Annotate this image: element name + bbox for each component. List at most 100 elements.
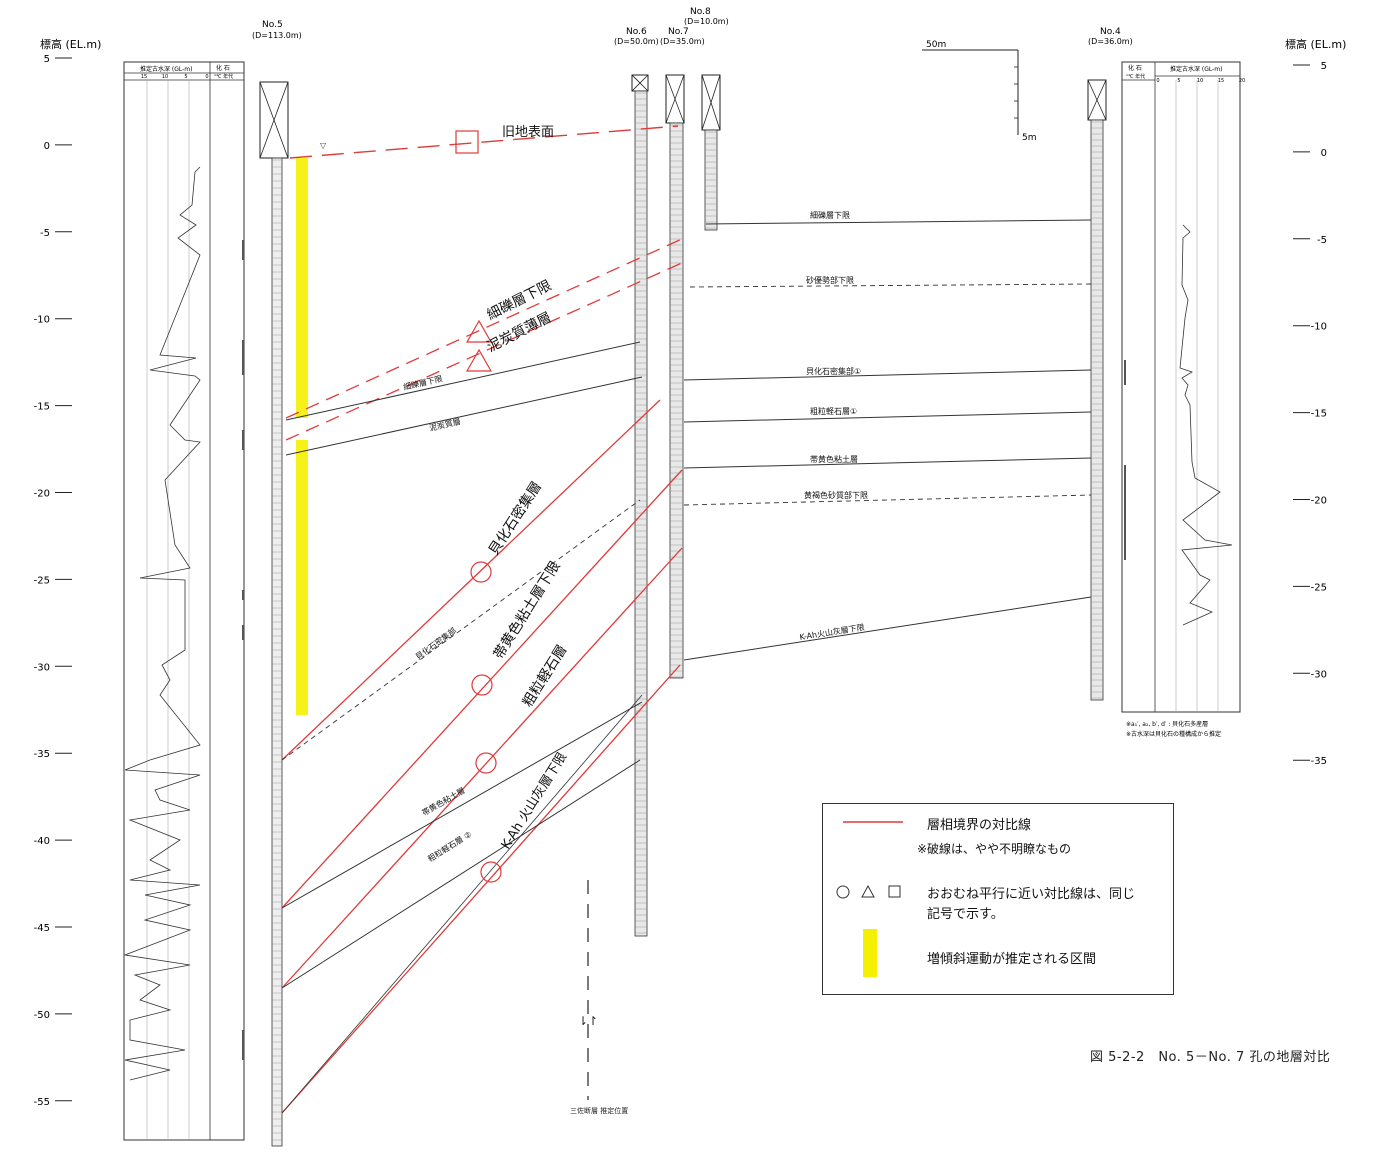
left-scale-label: 15 <box>141 74 147 80</box>
label-right-yellowbrown-sand: 黄褐色砂質部下限 <box>804 490 868 500</box>
right-water-header: 推定古水深 (GL-m) <box>1170 65 1223 73</box>
left-tick-label: 5 <box>44 54 50 65</box>
right-tick-label: -5 <box>1317 235 1327 246</box>
label-right-shell-dense-1: 貝化石密集部① <box>806 366 861 376</box>
left-tick-label: -20 <box>34 489 50 500</box>
left-tick-label: -25 <box>34 575 50 586</box>
right-c14-header: ¹⁴C 年代 <box>1126 73 1145 80</box>
tilt-increase-zone-upper <box>296 158 308 418</box>
label-shell-dense-part: 貝化石密集部 <box>413 625 458 661</box>
fault-symbol: ⇂↾ <box>578 1014 598 1028</box>
circle-symbol-2 <box>471 674 493 696</box>
legend-yellow-text: 増傾斜運動が推定される区間 <box>927 952 1097 967</box>
right-tick-label: 5 <box>1321 61 1327 72</box>
left-scale-label: 0 <box>205 74 208 80</box>
right-scale-label: 15 <box>1218 78 1224 84</box>
triangle-symbol-1 <box>465 319 493 343</box>
no7-depth: (D=35.0m) <box>660 37 705 46</box>
right-note-2: ※古水深は貝化石の種構成から推定 <box>1126 730 1221 738</box>
legend-dash-note: ※破線は、やや不明瞭なもの <box>917 842 1072 856</box>
right-fossil-header: 化 石 <box>1128 64 1142 72</box>
no6-name: No.6 <box>626 27 647 37</box>
left-water-depth-panel: 推定古水深 (GL-m) 化 石 ¹⁴C 年代 15 10 5 0 <box>123 61 245 1141</box>
no5-depth: (D=113.0m) <box>252 31 302 40</box>
triangle-symbol-2 <box>465 348 493 372</box>
svg-text:▽: ▽ <box>320 141 327 150</box>
label-fine-gravel-base-black: 細礫層下限 <box>402 373 443 392</box>
label-peaty-layer-black: 泥炭質層 <box>428 416 461 433</box>
no5-name: No.5 <box>262 20 283 30</box>
legend-line-label: 層相境界の対比線 <box>927 818 1032 833</box>
left-tick-label: -35 <box>34 749 50 760</box>
label-right-yellow-clay: 帯黄色粘土層 <box>810 454 858 464</box>
right-note-1: ※a₁′, a₂, b′, d′ : 貝化石多産層 <box>1126 720 1208 728</box>
left-tick-label: -5 <box>40 228 50 239</box>
borehole-no7: No.7 (D=35.0m) <box>660 27 705 679</box>
right-tick-label: -20 <box>1311 496 1327 507</box>
left-scale-label: 10 <box>162 74 168 80</box>
left-axis-label: 標高 (EL.m) <box>40 37 101 51</box>
scale-bar: 50m 5m <box>922 40 1037 143</box>
left-tick-label: -15 <box>34 402 50 413</box>
label-right-sand-dominant: 砂優勢部下限 <box>806 275 854 285</box>
left-water-depth-profile <box>123 166 201 1081</box>
borehole-no5: No.5 (D=113.0m) ▽ <box>252 20 327 1147</box>
left-tick-label: -40 <box>34 836 50 847</box>
left-scale-label: 5 <box>184 74 187 80</box>
label-coarse-pumice-red: 粗粒軽石層 <box>520 642 571 710</box>
red-line-shell-bed <box>281 399 661 761</box>
left-fossil-header: 化 石 <box>216 64 230 72</box>
right-tick-label: 0 <box>1321 148 1327 159</box>
left-water-header: 推定古水深 (GL-m) <box>140 65 193 73</box>
red-correlation-labels: 旧地表面 細礫層下限 泥炭質薄層 貝化石密集層 帯黄色粘土層下限 粗粒軽石層 K… <box>485 125 571 852</box>
left-tick-label: -45 <box>34 923 50 934</box>
legend-symbol-text-1: おおむね平行に近い対比線は、同じ <box>927 887 1136 902</box>
label-old-ground-surface: 旧地表面 <box>502 125 554 140</box>
right-scale-label: 20 <box>1239 78 1245 84</box>
no8-depth: (D=10.0m) <box>684 17 729 26</box>
right-tick-label: -30 <box>1311 669 1327 680</box>
right-scale-label: 5 <box>1177 78 1180 84</box>
right-tick-label: -25 <box>1311 582 1327 593</box>
left-tick-label: -50 <box>34 1010 50 1021</box>
label-right-kah-ash: K-Ah火山灰層下限 <box>799 622 865 642</box>
circle-symbol-1 <box>470 561 492 583</box>
red-line-yellow-clay-base <box>281 469 683 909</box>
right-axis-label: 標高 (EL.m) <box>1285 37 1346 51</box>
fault-label: 三佐断層 推定位置 <box>570 1106 628 1115</box>
no4-name: No.4 <box>1100 27 1121 37</box>
left-tick-label: -10 <box>34 315 50 326</box>
red-line-kah-ash-base <box>281 664 681 1114</box>
figure-caption: 図 5-2-2 No. 5－No. 7 孔の地層対比 <box>1090 1050 1331 1065</box>
fault-marker: ⇂↾ 三佐断層 推定位置 <box>570 880 628 1115</box>
left-tick-label: -55 <box>34 1097 50 1108</box>
red-line-peaty-thin-layer <box>285 261 685 441</box>
scale-v-label: 5m <box>1022 133 1037 143</box>
tilt-increase-zone-lower <box>296 440 308 715</box>
no7-name: No.7 <box>668 27 689 37</box>
red-line-old-ground-surface <box>289 125 679 159</box>
red-line-fine-gravel-base <box>285 237 685 419</box>
circle-symbol-4 <box>480 861 502 883</box>
correlation-symbols <box>455 130 502 883</box>
circle-symbol-3 <box>475 752 497 774</box>
borehole-no6: No.6 (D=50.0m) <box>614 27 659 937</box>
label-right-fine-gravel: 細礫層下限 <box>810 210 850 220</box>
legend-symbol-text-2: 記号で示す。 <box>927 907 1004 922</box>
left-c14-header: ¹⁴C 年代 <box>214 73 233 80</box>
right-correlation-labels: 細礫層下限 砂優勢部下限 貝化石密集部① 粗粒軽石層① 帯黄色粘土層 黄褐色砂質… <box>799 210 868 642</box>
borehole-no4: No.4 (D=36.0m) <box>1087 27 1133 701</box>
no6-depth: (D=50.0m) <box>614 37 659 46</box>
label-yellow-clay-black: 帯黄色粘土層 <box>420 785 467 818</box>
right-tick-label: -15 <box>1311 409 1327 420</box>
no8-name: No.8 <box>690 7 711 17</box>
right-tick-label: -10 <box>1311 322 1327 333</box>
red-line-coarse-pumice <box>281 547 683 989</box>
right-scale-label: 0 <box>1156 78 1159 84</box>
left-elevation-axis: 標高 (EL.m) 50-5-10-15-20-25-30-35-40-45-5… <box>34 37 102 1108</box>
black-correlation-labels: 細礫層下限 泥炭質層 貝化石密集部 帯黄色粘土層 粗粒軽石層 ② <box>402 373 473 863</box>
no4-depth: (D=36.0m) <box>1088 37 1133 46</box>
right-tick-label: -35 <box>1311 756 1327 767</box>
